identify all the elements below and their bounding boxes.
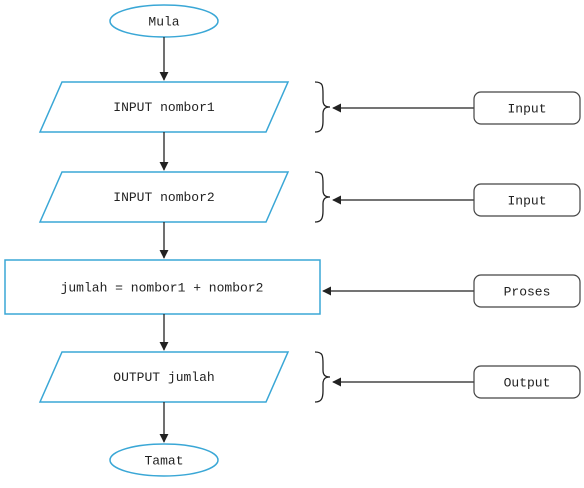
label-input2-text: Input <box>507 194 546 209</box>
brace-input1 <box>314 81 331 133</box>
start-terminator: Mula <box>109 4 219 38</box>
label-input1: Input <box>473 91 581 125</box>
output-text: OUTPUT jumlah <box>113 370 214 385</box>
label-output: Output <box>473 365 581 399</box>
output-parallelogram: OUTPUT jumlah <box>38 351 290 403</box>
label-output-text: Output <box>504 376 551 391</box>
input1-text: INPUT nombor1 <box>113 100 215 115</box>
end-text: Tamat <box>144 454 183 469</box>
input1-parallelogram: INPUT nombor1 <box>38 81 290 133</box>
start-text: Mula <box>148 15 179 30</box>
end-terminator: Tamat <box>109 443 219 477</box>
brace-input2 <box>314 171 331 223</box>
label-input1-text: Input <box>507 102 546 117</box>
brace-output <box>314 351 331 403</box>
input2-text: INPUT nombor2 <box>113 190 214 205</box>
label-input2: Input <box>473 183 581 217</box>
process-text: jumlah = nombor1 + nombor2 <box>61 281 264 296</box>
label-process: Proses <box>473 274 581 308</box>
input2-parallelogram: INPUT nombor2 <box>38 171 290 223</box>
process-rectangle: jumlah = nombor1 + nombor2 <box>4 259 321 315</box>
label-process-text: Proses <box>504 285 551 300</box>
